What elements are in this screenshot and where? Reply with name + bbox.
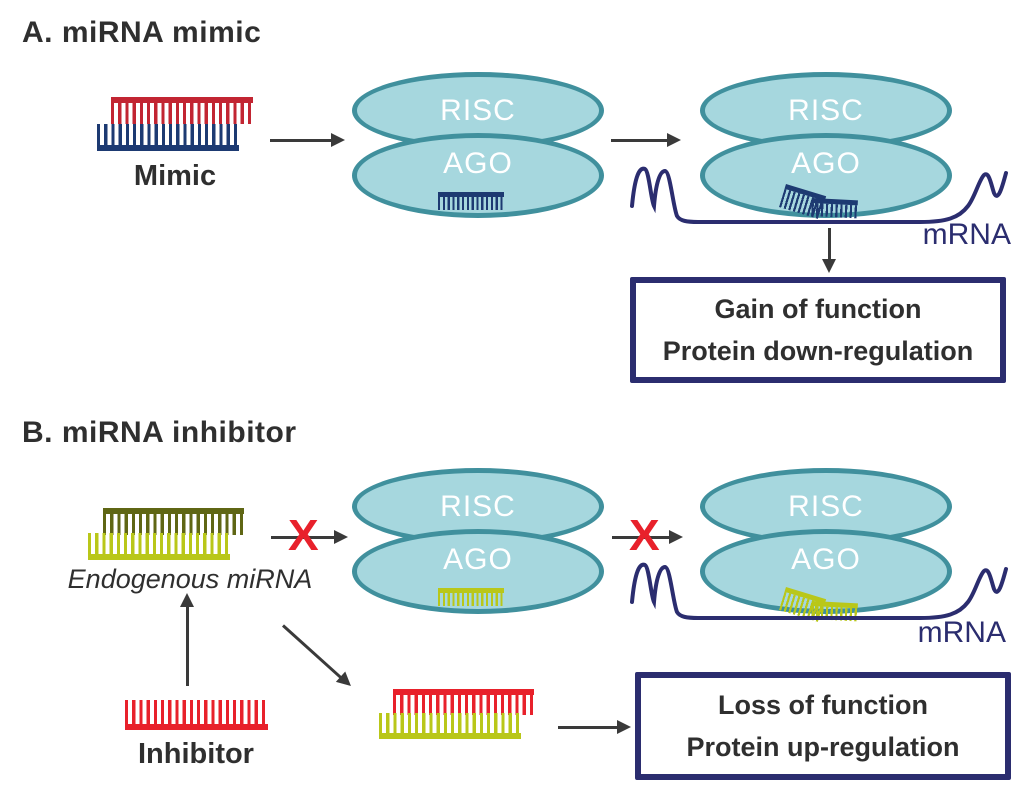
risc-ellipse: RISC: [700, 468, 952, 545]
risc-ellipse: RISC: [352, 468, 604, 545]
sequestered-mirna-strand-icon: [379, 713, 521, 739]
outcome-box-gain-of-function: Gain of function Protein down-regulation: [630, 277, 1006, 383]
ago-ellipse: AGO: [700, 529, 952, 614]
panel-b-title: B. miRNA inhibitor: [22, 416, 297, 449]
loaded-mirna-strand-icon: [438, 192, 504, 210]
arrow-right-icon: [558, 720, 631, 734]
arrow-up-icon: [180, 593, 194, 686]
endogenous-mirna-label: Endogenous miRNA: [67, 564, 313, 594]
ago-label: AGO: [443, 147, 513, 180]
arrow-right-icon: [611, 133, 681, 147]
mrna-wavy-line-icon: [630, 562, 1008, 620]
arrow-diagonal-icon: [281, 624, 342, 679]
red-x-blocked-icon: X: [288, 510, 319, 560]
risc-ago-complex-a1: RISC AGO: [352, 72, 604, 218]
blocked-arrow-right-icon: [612, 530, 683, 544]
panel-a-title: A. miRNA mimic: [22, 16, 262, 49]
risc-ago-complex-b2: RISC AGO: [700, 468, 952, 614]
red-x-blocked-icon: X: [629, 510, 660, 560]
risc-label: RISC: [440, 489, 516, 523]
ago-label: AGO: [443, 543, 513, 576]
inhibitor-bound-strand-icon: [393, 689, 534, 715]
arrow-right-icon: [270, 133, 345, 147]
risc-label: RISC: [788, 489, 864, 523]
ago-label: AGO: [791, 147, 861, 180]
loaded-mirna-strand-icon: [438, 588, 504, 606]
blocked-arrow-right-icon: [271, 530, 348, 544]
mimic-guide-strand-icon: [111, 97, 253, 124]
mimic-passenger-strand-icon: [97, 124, 239, 151]
mrna-label: mRNA: [922, 218, 1011, 251]
outcome-line-1: Loss of function: [718, 689, 928, 720]
endogenous-mirna-top-strand-icon: [103, 508, 244, 535]
outcome-line-2: Protein up-regulation: [686, 732, 960, 762]
outcome-line-1: Gain of function: [714, 293, 922, 324]
risc-label: RISC: [440, 93, 516, 127]
risc-ago-complex-a2: RISC AGO: [700, 72, 952, 218]
outcome-box-loss-of-function: Loss of function Protein up-regulation: [635, 672, 1011, 780]
ago-label: AGO: [791, 543, 861, 576]
arrow-down-icon: [822, 228, 836, 273]
outcome-line-2: Protein down-regulation: [662, 336, 974, 366]
risc-label: RISC: [788, 93, 864, 127]
mrna-label: mRNA: [917, 616, 1006, 649]
inhibitor-strand-icon: [125, 700, 268, 730]
mrna-wavy-line-icon: [630, 166, 1008, 224]
mimic-label: Mimic: [133, 160, 217, 192]
inhibitor-label: Inhibitor: [138, 738, 254, 770]
endogenous-mirna-bottom-strand-icon: [88, 533, 230, 560]
risc-ago-complex-b1: RISC AGO: [352, 468, 604, 614]
